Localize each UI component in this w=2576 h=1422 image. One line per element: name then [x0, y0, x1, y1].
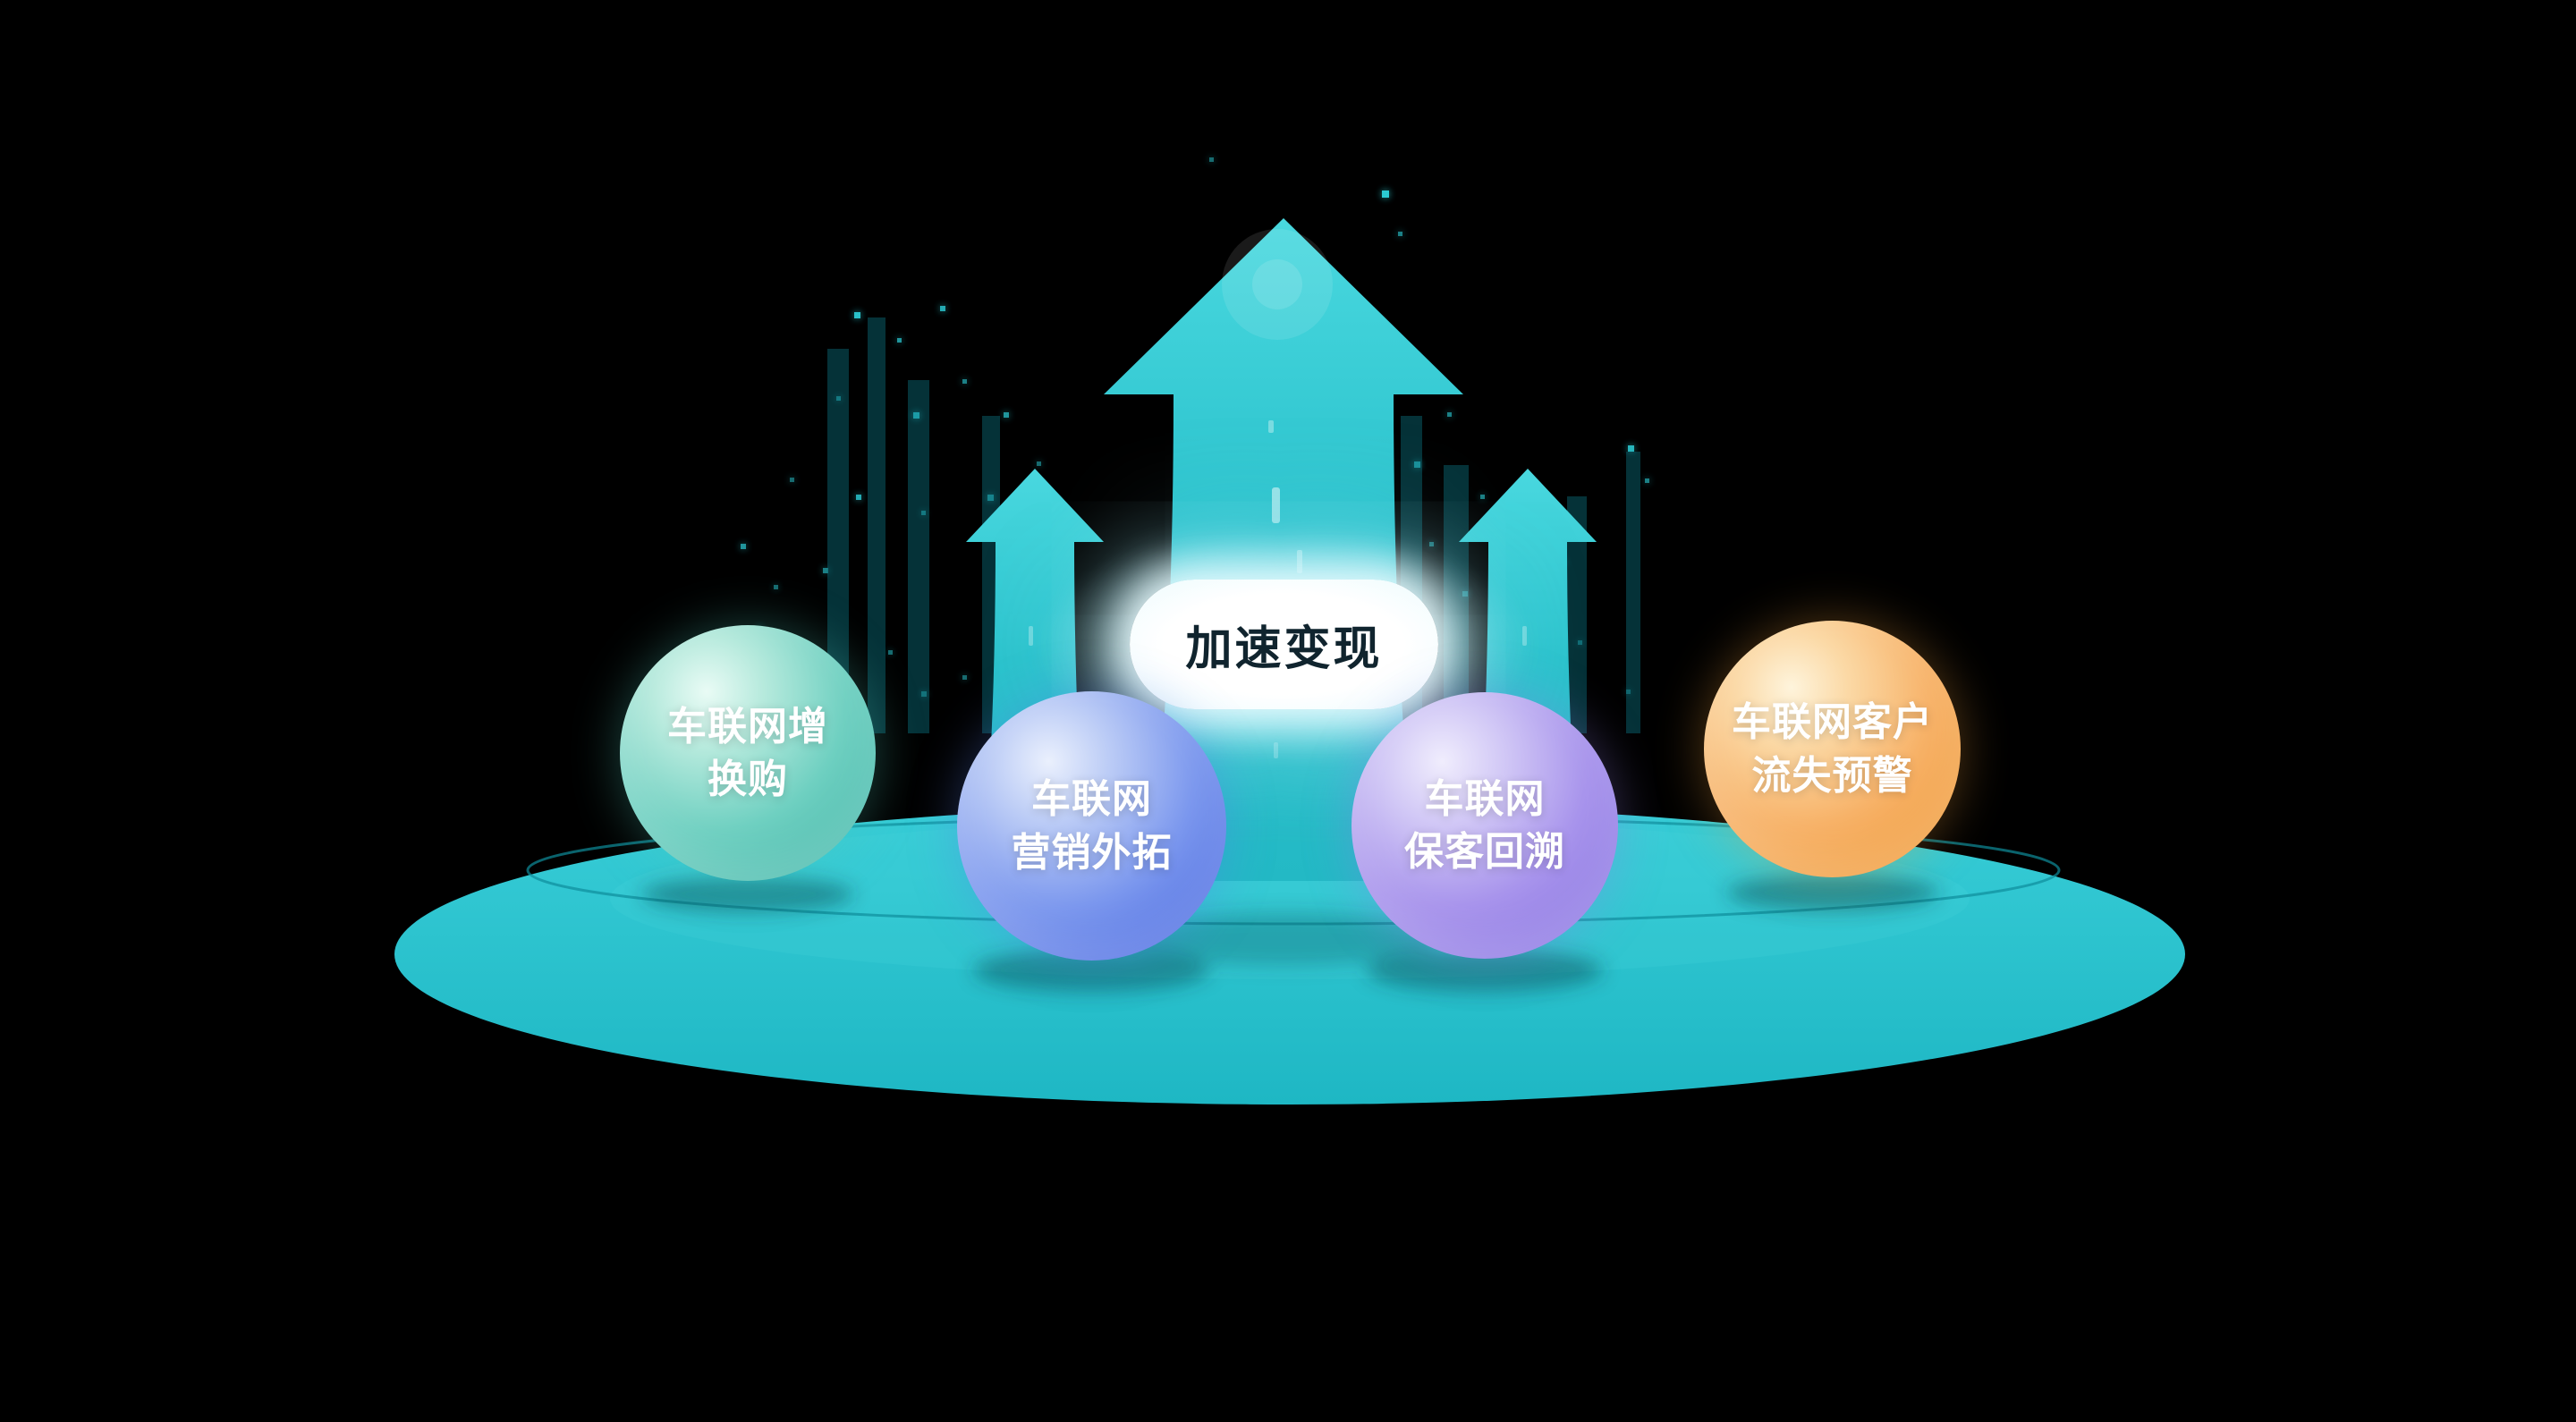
- particle-dot: [774, 585, 778, 589]
- particle-dot: [913, 412, 919, 419]
- platform-highlight: [610, 818, 1970, 979]
- particle-dot: [1645, 478, 1649, 483]
- sphere-label-line: 车联网: [1424, 776, 1546, 821]
- particle-dot: [1447, 412, 1452, 417]
- particle-dot: [1414, 461, 1420, 468]
- center-label-pill: 加速变现: [1130, 580, 1438, 709]
- sphere-iov-marketing-expansion: 车联网 营销外拓: [957, 691, 1226, 961]
- particle-dot: [1037, 461, 1041, 466]
- sphere-label-line: 保客回溯: [1404, 830, 1565, 874]
- sphere-label-line: 营销外拓: [1011, 830, 1173, 875]
- sphere-label-line: 车联网: [1031, 777, 1152, 822]
- particle-dot: [962, 379, 967, 384]
- particle-dot: [1209, 157, 1214, 162]
- particle-dot: [940, 306, 945, 311]
- particle-dot: [962, 675, 967, 680]
- particle-dot: [921, 691, 927, 697]
- particle-dot: [1429, 542, 1434, 546]
- particle-dot: [897, 338, 902, 343]
- sphere-label-line: 流失预警: [1751, 753, 1913, 798]
- particle-dot: [888, 650, 893, 655]
- center-label-text: 加速变现: [1185, 623, 1383, 675]
- sphere-iov-customer-retention: 车联网 保客回溯: [1352, 692, 1618, 959]
- particle-dot: [921, 511, 926, 515]
- particle-dot: [856, 495, 861, 500]
- sphere-iov-churn-warning: 车联网客户 流失预警: [1704, 621, 1961, 877]
- particle-dot: [987, 495, 994, 501]
- particle-dot: [1628, 445, 1634, 452]
- particle-dot: [741, 544, 746, 549]
- particle-dot: [1382, 190, 1389, 198]
- particle-dot: [1578, 640, 1582, 645]
- particle-dot: [1004, 412, 1009, 418]
- sphere-iov-trade-in: 车联网增 换购: [620, 625, 876, 881]
- sphere-shadows: [642, 875, 1938, 992]
- particle-dot: [836, 396, 841, 401]
- particle-dot: [1480, 495, 1485, 499]
- sphere-label-line: 换购: [708, 758, 788, 801]
- sphere-label-line: 车联网增: [667, 704, 828, 749]
- particle-dot: [790, 478, 794, 482]
- particle-dot: [854, 312, 860, 318]
- sphere-label-line: 车联网客户: [1732, 700, 1933, 745]
- particle-dot: [1398, 232, 1402, 236]
- particle-dot: [1626, 690, 1631, 694]
- particle-dot: [823, 568, 828, 573]
